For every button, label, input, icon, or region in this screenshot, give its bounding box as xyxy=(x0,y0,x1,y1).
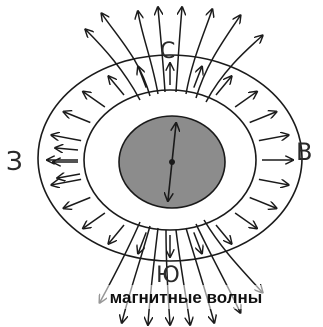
ring-arrow-9 xyxy=(84,213,105,228)
field-line-top-5 xyxy=(196,16,240,98)
ring-arrow-10 xyxy=(64,198,90,209)
label-north: С xyxy=(160,39,175,64)
ring-arrow-21 xyxy=(235,92,256,107)
ring-arrow-3 xyxy=(235,213,256,228)
ring-arrow-11 xyxy=(52,179,81,184)
ring-arrow-2 xyxy=(250,198,276,209)
field-line-top-4 xyxy=(186,10,212,94)
ring-arrow-23 xyxy=(259,135,288,140)
label-west: З xyxy=(6,147,23,177)
caption-magnetic-waves: магнитные волны xyxy=(110,288,263,307)
ring-arrow-15 xyxy=(84,92,105,107)
ring-arrow-16 xyxy=(109,77,124,95)
west-arrow-0 xyxy=(56,148,78,150)
label-south: Ю xyxy=(156,263,180,288)
field-line-top-1 xyxy=(138,12,158,94)
ring-arrow-13 xyxy=(52,135,81,140)
west-arrow-2 xyxy=(58,174,80,178)
ring-arrow-8 xyxy=(109,225,124,243)
ring-arrow-5 xyxy=(194,232,202,252)
ring-arrow-20 xyxy=(216,77,231,95)
core-center-dot xyxy=(169,159,175,165)
label-east: В xyxy=(296,138,312,166)
field-line-top-7 xyxy=(206,36,262,102)
ring-arrow-17 xyxy=(138,67,146,87)
ring-arrow-1 xyxy=(259,179,288,184)
field-line-top-3 xyxy=(176,8,182,92)
ring-arrow-22 xyxy=(250,112,276,123)
ring-arrow-14 xyxy=(64,112,90,123)
